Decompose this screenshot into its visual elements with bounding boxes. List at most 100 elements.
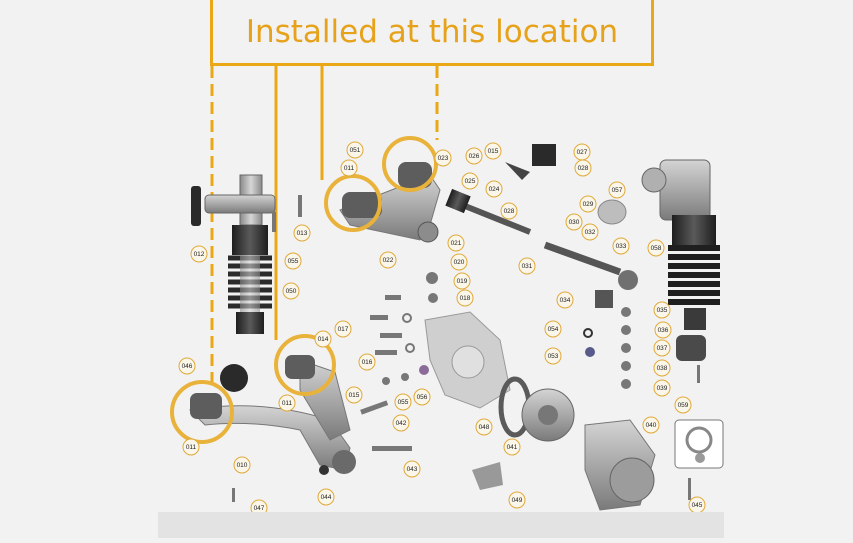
part-label-text: 011 — [282, 400, 293, 407]
legend-box-059 — [674, 419, 724, 469]
part-label-011: 011 — [182, 438, 200, 456]
part-label-marker — [579, 195, 597, 213]
callout-leaders — [210, 66, 439, 390]
part-label-marker — [565, 213, 583, 231]
part-label-011: 011 — [340, 159, 358, 177]
part-label-034: 034 — [556, 291, 574, 309]
part-label-marker — [518, 257, 536, 275]
part-label-text: 022 — [383, 257, 394, 264]
part-label-text: 048 — [479, 424, 490, 431]
part-label-text: 015 — [488, 148, 499, 155]
part-label-054: 054 — [544, 320, 562, 338]
part-label-041: 041 — [503, 438, 521, 456]
part-label-marker — [190, 245, 208, 263]
part-label-016: 016 — [358, 353, 376, 371]
part-label-text: 050 — [286, 288, 297, 295]
part-label-017: 017 — [334, 320, 352, 338]
bottom-footer-strip — [158, 512, 724, 538]
part-label-text: 011 — [186, 444, 197, 451]
part-label-marker — [556, 291, 574, 309]
part-label-marker — [413, 388, 431, 406]
part-label-text: 011 — [344, 165, 355, 172]
part-label-053: 053 — [544, 347, 562, 365]
part-label-055: 055 — [284, 252, 302, 270]
wheel-hub-assembly — [472, 376, 656, 511]
part-label-text: 058 — [651, 245, 662, 252]
part-label-marker — [544, 347, 562, 365]
part-label-marker — [465, 147, 483, 165]
part-label-037: 037 — [653, 339, 671, 357]
part-label-024: 024 — [485, 180, 503, 198]
part-label-marker — [653, 359, 671, 377]
part-label-marker — [346, 141, 364, 159]
part-label-marker — [293, 224, 311, 242]
part-label-marker — [642, 416, 660, 434]
part-label-marker — [345, 386, 363, 404]
part-label-text: 037 — [657, 345, 668, 352]
part-label-055: 055 — [394, 393, 412, 411]
part-label-028: 028 — [500, 202, 518, 220]
part-label-049: 049 — [508, 491, 526, 509]
part-label-031: 031 — [518, 257, 536, 275]
part-label-046: 046 — [178, 357, 196, 375]
part-label-027: 027 — [573, 143, 591, 161]
part-label-010: 010 — [233, 456, 251, 474]
part-label-text: 027 — [577, 149, 588, 156]
part-label-033: 033 — [612, 237, 630, 255]
part-label-text: 051 — [350, 147, 361, 154]
part-label-text: 041 — [507, 444, 518, 451]
part-label-marker — [484, 142, 502, 160]
part-label-014: 014 — [314, 330, 332, 348]
part-label-text: 031 — [522, 263, 533, 270]
part-label-marker — [182, 438, 200, 456]
left-coilover-shock — [191, 174, 276, 392]
part-label-text: 016 — [362, 359, 373, 366]
part-label-text: 038 — [657, 365, 668, 372]
steering-knuckle-center — [424, 311, 511, 409]
part-label-text: 017 — [338, 326, 349, 333]
part-label-021: 021 — [447, 234, 465, 252]
part-label-057: 057 — [608, 181, 626, 199]
part-label-marker — [450, 253, 468, 271]
part-label-035: 035 — [653, 301, 671, 319]
part-label-marker — [284, 252, 302, 270]
part-label-marker — [544, 320, 562, 338]
part-label-marker — [434, 149, 452, 167]
right-coilover-shock — [597, 159, 720, 361]
part-label-text: 013 — [297, 230, 308, 237]
part-label-050: 050 — [282, 282, 300, 300]
part-label-018: 018 — [456, 289, 474, 307]
part-label-text: 040 — [646, 422, 657, 429]
part-label-marker — [453, 272, 471, 290]
part-label-marker — [282, 282, 300, 300]
part-label-marker — [340, 159, 358, 177]
part-label-marker — [503, 438, 521, 456]
part-label-020: 020 — [450, 253, 468, 271]
part-label-marker — [314, 330, 332, 348]
part-label-text: 055 — [288, 258, 299, 265]
part-label-text: 035 — [657, 307, 668, 314]
part-label-marker — [508, 491, 526, 509]
part-label-marker — [394, 393, 412, 411]
part-label-text: 021 — [451, 240, 462, 247]
part-label-036: 036 — [654, 321, 672, 339]
part-label-045: 045 — [688, 496, 706, 514]
part-label-012: 012 — [190, 245, 208, 263]
part-label-042: 042 — [392, 414, 410, 432]
part-label-marker — [233, 456, 251, 474]
part-label-text: 043 — [407, 466, 418, 473]
part-label-019: 019 — [453, 272, 471, 290]
part-label-text: 039 — [657, 385, 668, 392]
part-label-marker — [475, 418, 493, 436]
part-label-text: 019 — [457, 278, 468, 285]
part-label-text: 059 — [678, 402, 689, 409]
part-label-022: 022 — [379, 251, 397, 269]
part-label-text: 030 — [569, 219, 580, 226]
part-label-marker — [278, 394, 296, 412]
part-label-marker — [653, 301, 671, 319]
part-label-text: 055 — [398, 399, 409, 406]
part-label-marker — [379, 251, 397, 269]
part-label-040: 040 — [642, 416, 660, 434]
